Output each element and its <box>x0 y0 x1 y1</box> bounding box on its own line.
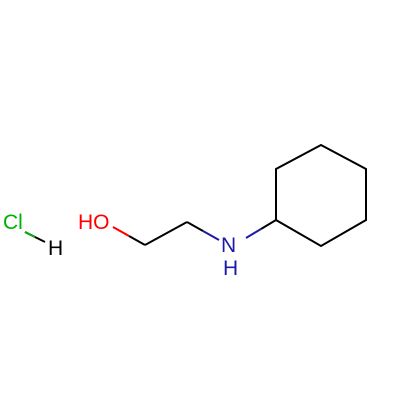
nitrogen-label: N <box>221 234 236 257</box>
n-c3-bond-nitrogen-half <box>245 228 262 239</box>
o-c1-bond-carbon-half <box>128 235 146 246</box>
n-c3-bond-carbon-half <box>260 219 277 230</box>
cyclohexane-ring <box>275 143 367 248</box>
ethanol-chain: HO <box>78 211 220 246</box>
hydrogen-chloride: Cl H <box>3 211 63 260</box>
c2-n-bond-carbon-half <box>186 221 204 232</box>
amine-group: N H <box>221 219 277 280</box>
c2-n-bond-nitrogen-half <box>202 230 220 241</box>
cl-h-bond-cl-half <box>24 231 36 238</box>
o-c1-bond-oxygen-half <box>112 226 130 237</box>
hydroxyl-label: HO <box>78 211 110 234</box>
cyclohexane-bonds <box>275 143 367 248</box>
amine-hydrogen-label: H <box>223 257 238 280</box>
hcl-hydrogen-label: H <box>48 237 63 260</box>
chlorine-label: Cl <box>3 211 23 234</box>
c1-c2-bond <box>144 221 188 246</box>
